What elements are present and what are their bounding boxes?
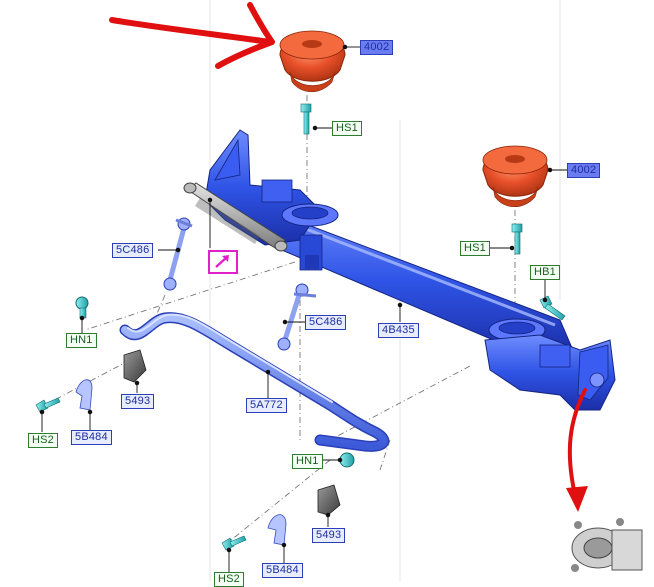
bolt-hs1-top — [300, 103, 312, 135]
bolt-hs2-left — [35, 397, 61, 413]
stabilizer-link-left — [163, 217, 193, 291]
callout-4002-right[interactable]: 4002 — [567, 163, 601, 178]
callout-5b484-left[interactable]: 5B484 — [71, 430, 112, 445]
clamp-bracket-left — [75, 379, 93, 411]
spring-mount-right — [482, 145, 549, 208]
red-annotation-arrow-bottom — [566, 388, 588, 512]
callout-5c486-mid[interactable]: 5C486 — [305, 315, 347, 330]
callout-hs2-bottom[interactable]: HS2 — [214, 572, 244, 587]
callout-hs1-top[interactable]: HS1 — [332, 121, 362, 136]
spring-mount-top — [279, 30, 346, 93]
callout-hs1-right[interactable]: HS1 — [460, 241, 490, 256]
bushing-left — [123, 349, 147, 383]
assembly-lines — [44, 95, 516, 546]
callout-hn1-left[interactable]: HN1 — [66, 333, 97, 348]
callout-hb1[interactable]: HB1 — [530, 265, 560, 280]
clamp-bracket-bottom — [267, 514, 287, 546]
callout-hs2-left[interactable]: HS2 — [28, 433, 58, 448]
bolt-hs1-right — [511, 223, 523, 255]
stabilizer-bar — [119, 312, 390, 452]
callout-leaders — [39, 44, 567, 572]
nut-hn1-left — [75, 296, 89, 319]
callout-4002-top[interactable]: 4002 — [360, 40, 394, 55]
red-annotation-arrow-top — [109, 2, 275, 69]
stabilizer-link-mid — [277, 283, 317, 351]
bushing-bottom — [317, 484, 341, 516]
shock-absorber-icon[interactable] — [208, 250, 238, 274]
bolt-hs2-bottom — [221, 535, 247, 551]
callout-5493-left[interactable]: 5493 — [121, 394, 155, 409]
callout-5b484-bottom[interactable]: 5B484 — [262, 563, 303, 578]
callout-5c486-left[interactable]: 5C486 — [112, 243, 154, 258]
callout-5493-bottom[interactable]: 5493 — [312, 528, 346, 543]
wheel-hub-icon — [571, 518, 643, 572]
callout-5a772[interactable]: 5A772 — [246, 398, 287, 413]
callout-hn1-bottom[interactable]: HN1 — [292, 454, 323, 469]
shock-absorber — [183, 182, 288, 252]
callout-4b435[interactable]: 4B435 — [378, 323, 419, 338]
arrow-symbol-icon — [215, 255, 229, 268]
background-guides — [209, 0, 561, 581]
